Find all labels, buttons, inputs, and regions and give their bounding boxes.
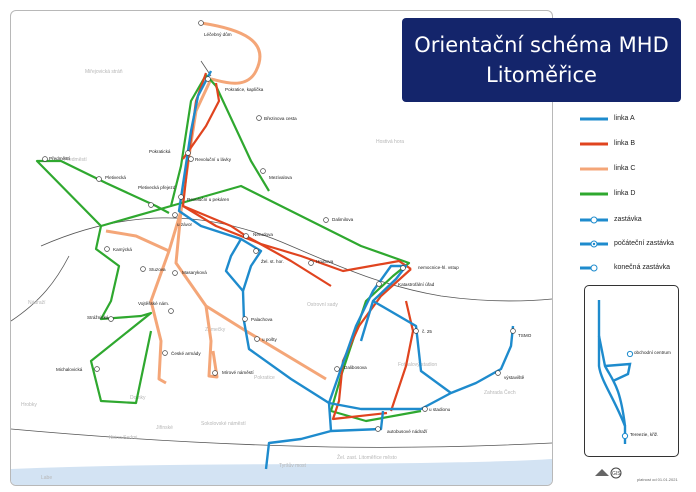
- svg-text:Kirina Sedmi: Kirina Sedmi: [109, 435, 137, 441]
- svg-text:Zahrada Čech: Zahrada Čech: [484, 389, 516, 396]
- title-line-1: Orientační schéma MHD: [414, 33, 669, 57]
- svg-text:nemocnice-hl. vstup: nemocnice-hl. vstup: [418, 265, 459, 270]
- svg-text:Michalovická: Michalovická: [56, 367, 83, 372]
- inset-stop-top: obchodní centrum: [634, 350, 671, 355]
- svg-text:České armády: České armády: [171, 350, 201, 356]
- svg-text:Hostivá hora: Hostivá hora: [376, 139, 404, 145]
- stop-markers: [42, 20, 516, 432]
- svg-text:výstaviště: výstaviště: [504, 375, 525, 380]
- svg-text:Miřejovická stráň: Miřejovická stráň: [85, 69, 123, 75]
- svg-text:Jiřinské: Jiřinské: [156, 425, 173, 431]
- svg-text:Hrubova: Hrubova: [316, 259, 334, 264]
- route-linka-b: [181, 72, 415, 421]
- inset-stop-bottom: Tereezie, křiž.: [630, 432, 659, 437]
- svg-text:Pokratice: Pokratice: [254, 375, 275, 381]
- svg-text:Revoluční u lávky: Revoluční u lávky: [195, 157, 232, 162]
- svg-text:u pošty: u pošty: [262, 337, 278, 342]
- legend-symbols: [580, 117, 608, 272]
- svg-text:Fotbalový stadion: Fotbalový stadion: [398, 362, 437, 368]
- map-title: Orientační schéma MHD Litoměřice: [402, 18, 681, 102]
- svg-text:Žel. zast. Litoměřice město: Žel. zast. Litoměřice město: [337, 453, 397, 461]
- legend-linka-c: linka C: [614, 165, 636, 172]
- svg-text:Masaryková: Masaryková: [182, 270, 207, 275]
- svg-text:Pletivecká: Pletivecká: [105, 175, 126, 180]
- svg-text:č. 25: č. 25: [422, 329, 432, 334]
- district-labels: Miřejovická stráň Hostivá hora Předměstí…: [21, 69, 516, 481]
- svg-text:TSMO: TSMO: [518, 333, 532, 338]
- svg-text:Předměstí: Předměstí: [49, 156, 71, 161]
- route-linka-a: [177, 70, 515, 470]
- svg-text:Žel. st. hor.: Žel. st. hor.: [261, 257, 284, 264]
- svg-text:Pletivecká přejezd: Pletivecká přejezd: [138, 185, 176, 190]
- gis-logo: GIS: [593, 466, 629, 480]
- route-linka-d: [35, 74, 422, 423]
- svg-text:Stuzova: Stuzova: [149, 267, 166, 272]
- svg-text:Mezivalova: Mezivalova: [269, 175, 292, 180]
- svg-text:Katastrofální úřad: Katastrofální úřad: [398, 282, 435, 287]
- svg-text:Dalibosova: Dalibosova: [344, 365, 367, 370]
- svg-text:Ostrovní sady: Ostrovní sady: [307, 302, 338, 308]
- svg-text:Labe: Labe: [41, 475, 52, 481]
- svg-text:Kamýcká: Kamýcká: [113, 247, 132, 252]
- svg-text:Léčebný dům: Léčebný dům: [204, 31, 232, 37]
- svg-text:Pokratická: Pokratická: [149, 149, 171, 154]
- svg-text:Strážnická: Strážnická: [87, 315, 109, 320]
- svg-text:Palachova: Palachova: [251, 317, 273, 322]
- svg-text:Hrobky: Hrobky: [21, 402, 37, 408]
- svg-text:Revoluční u pekáren: Revoluční u pekáren: [187, 197, 230, 202]
- legend-end-stop: konečná zastávka: [614, 264, 671, 271]
- svg-text:u stadionu: u stadionu: [429, 407, 451, 412]
- svg-text:Zámečky: Zámečky: [205, 327, 226, 333]
- svg-text:Březinova cesta: Březinova cesta: [264, 116, 297, 121]
- svg-text:Tyršův most: Tyršův most: [279, 462, 307, 469]
- svg-text:GIS: GIS: [612, 471, 621, 477]
- inset-map: obchodní centrum Tereezie, křiž.: [584, 285, 679, 457]
- svg-text:Nerudova: Nerudova: [253, 232, 273, 237]
- legend-stop: zastávka: [614, 216, 642, 223]
- river-labe: [11, 459, 552, 485]
- title-line-2: Litoměřice: [486, 63, 597, 87]
- svg-text:Dalimilova: Dalimilova: [332, 217, 354, 222]
- svg-text:Mírové náměstí: Mírové náměstí: [222, 370, 254, 375]
- svg-text:Nádraží: Nádraží: [28, 300, 46, 306]
- svg-text:Vojtěšské nám.: Vojtěšské nám.: [138, 301, 169, 306]
- legend-linka-a: linka A: [614, 115, 635, 122]
- validity-note: platnost od 01.01.2021: [637, 477, 678, 482]
- svg-text:u závor: u závor: [177, 222, 193, 227]
- legend-linka-d: linka D: [614, 190, 636, 197]
- svg-text:Pokratice, kaplička: Pokratice, kaplička: [225, 87, 264, 92]
- inset-route: [597, 300, 634, 444]
- legend-start-stop: počáteční zastávka: [614, 240, 674, 247]
- svg-text:autobusové nádraží: autobusové nádraží: [387, 429, 428, 434]
- route-map: Miřejovická stráň Hostivá hora Předměstí…: [11, 20, 552, 485]
- legend-linka-b: linka B: [614, 140, 636, 147]
- stop-labels: Léčebný dům Pokratice, kaplička Březinov…: [49, 31, 532, 434]
- svg-text:Sokolovské náměstí: Sokolovské náměstí: [201, 421, 246, 427]
- svg-text:Předměstí: Předměstí: [64, 157, 87, 163]
